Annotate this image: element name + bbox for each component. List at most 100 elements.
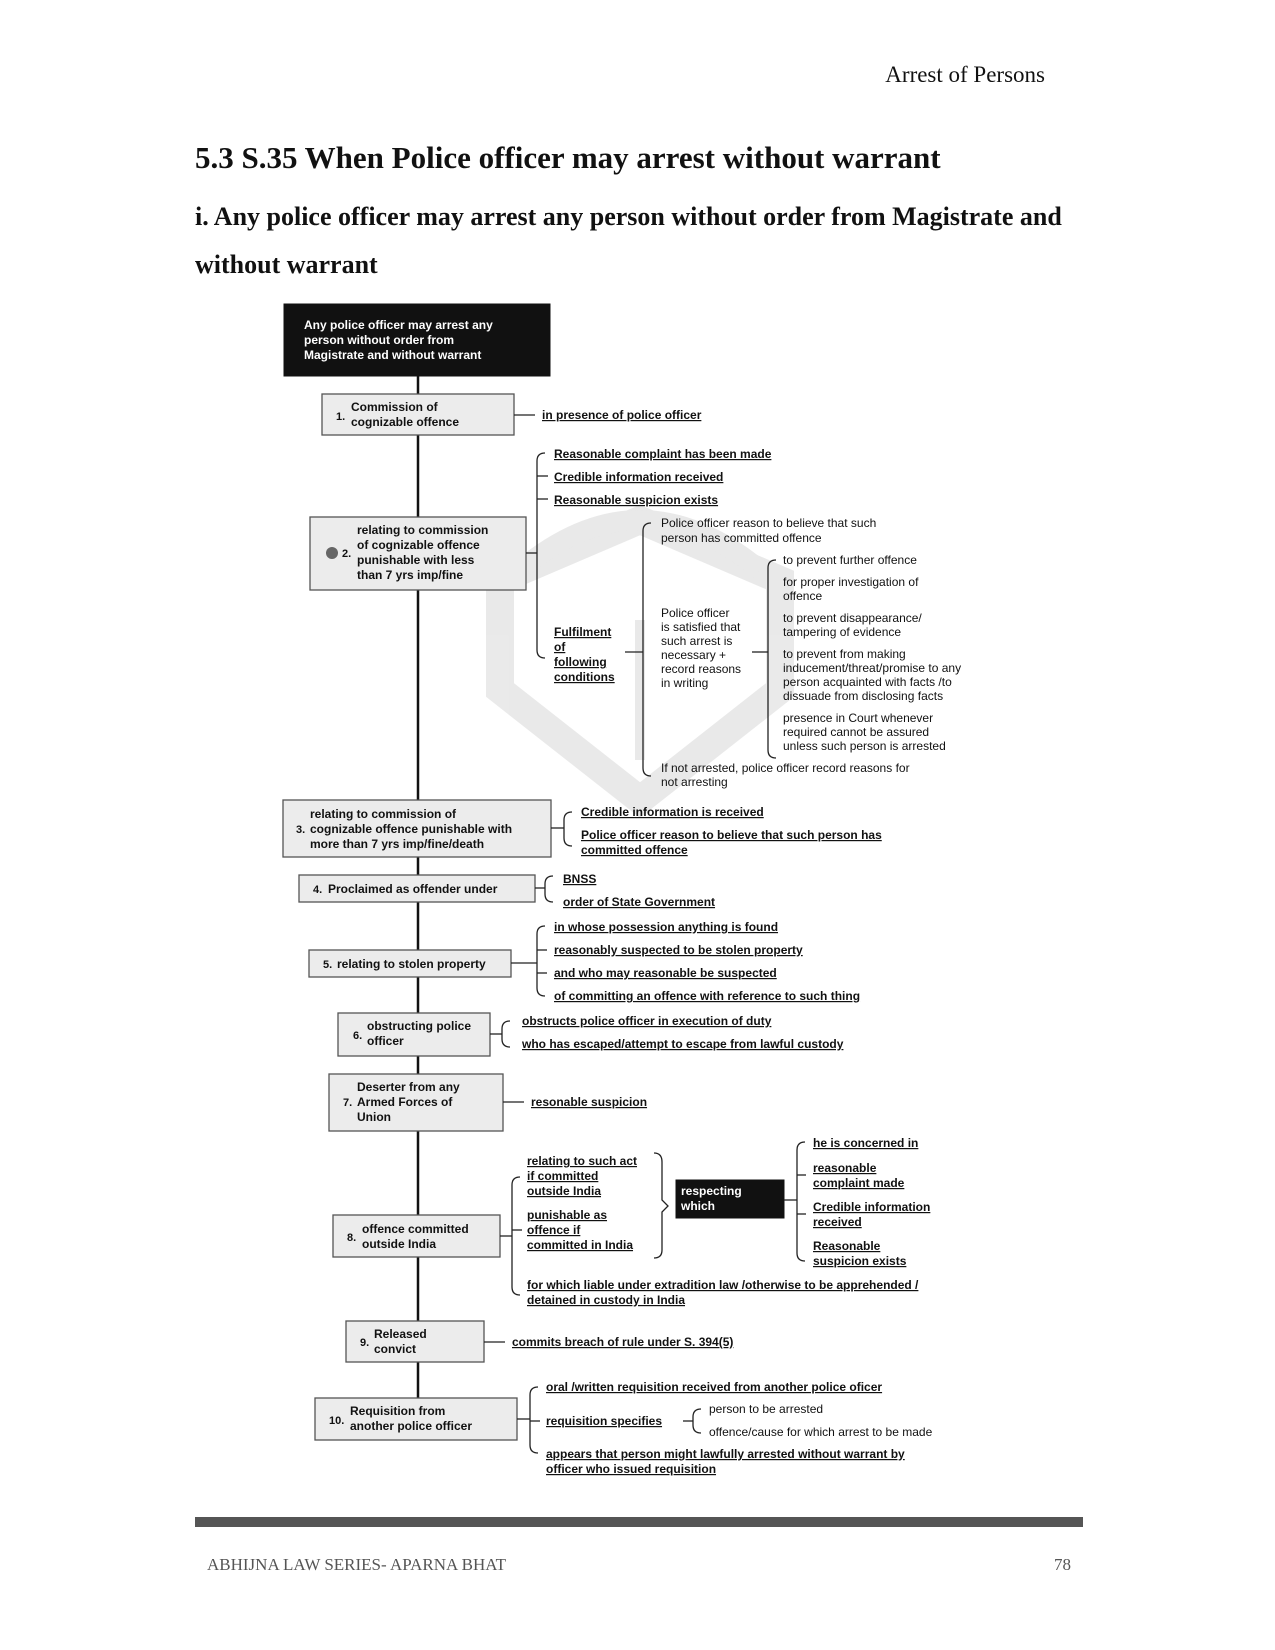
node-3-branch-1: Credible information is received	[581, 805, 764, 819]
footer-series: ABHIJNA LAW SERIES- APARNA BHAT	[207, 1555, 507, 1574]
fulfilment-line-3: following	[554, 655, 607, 669]
node-3-line-2: cognizable offence punishable with	[310, 822, 512, 836]
node-5-number: 5.	[323, 959, 332, 971]
satisfied-line-6: in writing	[661, 676, 708, 690]
satisfied-line-4: necessary +	[661, 648, 726, 662]
node-8-number: 8.	[347, 1232, 356, 1244]
condition-4-line-2: suspicion exists	[813, 1254, 907, 1268]
node-7-line-3: Union	[357, 1110, 391, 1124]
fulfilment-line-4: conditions	[554, 670, 615, 684]
purpose-4-line-1: to prevent from making	[783, 647, 906, 661]
extradition-line-2: detained in custody in India	[527, 1293, 685, 1307]
node-2-line-4: than 7 yrs imp/fine	[357, 568, 463, 582]
condition-3-line-1: Credible information	[813, 1200, 930, 1214]
node-1-line-1: Commission of	[351, 400, 439, 414]
not-arrested-line-2: not arresting	[661, 775, 728, 789]
node-3-box	[282, 799, 552, 858]
node-4-line-1: Proclaimed as offender under	[328, 882, 498, 896]
respecting-line-2: which	[680, 1199, 715, 1213]
node-6-line-1: obstructing police	[367, 1019, 471, 1033]
purpose-5-line-3: unless such person is arrested	[783, 739, 946, 753]
satisfied-line-5: record reasons	[661, 662, 741, 676]
extradition-line-1: for which liable under extradition law /…	[527, 1278, 919, 1292]
purpose-5-line-2: required cannot be assured	[783, 725, 929, 739]
node-2-branch-3: Reasonable suspicion exists	[554, 493, 718, 507]
node-9-number: 9.	[360, 1337, 369, 1349]
node-4-number: 4.	[313, 884, 322, 896]
node-7-box	[328, 1073, 504, 1132]
node-6-branch-1: obstructs police officer in execution of…	[522, 1014, 772, 1028]
node-3-line-3: more than 7 yrs imp/fine/death	[310, 837, 484, 851]
node-3-line-1: relating to commission of	[310, 807, 457, 821]
node-7-branch: resonable suspicion	[531, 1095, 647, 1109]
node-10-line-2: another police officer	[350, 1419, 472, 1433]
condition-1-line-1: he is concerned in	[813, 1136, 918, 1150]
node-5-box	[308, 949, 512, 978]
respecting-box	[675, 1179, 785, 1219]
appears-line-2: officer who issued requisition	[546, 1462, 716, 1476]
node-5-branch-3: and who may reasonable be suspected	[554, 966, 777, 980]
condition-2-line-1: reasonable	[813, 1161, 877, 1175]
node-1-number: 1.	[336, 411, 345, 423]
reason-line-1: Police officer reason to believe that su…	[661, 516, 876, 530]
page-number: 78	[1054, 1555, 1071, 1574]
respecting-line-1: respecting	[681, 1184, 742, 1198]
purpose-4-line-2: inducement/threat/promise to any	[783, 661, 961, 675]
root-line-1: Any police officer may arrest any	[304, 318, 493, 332]
footer-rule	[195, 1517, 1083, 1527]
fulfilment-line-2: of	[554, 640, 566, 654]
node-5-branch-1: in whose possession anything is found	[554, 920, 778, 934]
root-box	[283, 303, 551, 377]
act-2-line-3: committed in India	[527, 1238, 633, 1252]
node-9-line-1: Released	[374, 1327, 427, 1341]
node-10-specifies: requisition specifies	[546, 1414, 662, 1428]
act-2-line-2: offence if	[527, 1223, 581, 1237]
act-1-line-1: relating to such act	[527, 1154, 637, 1168]
node-6-branch-2: who has escaped/attempt to escape from l…	[521, 1037, 844, 1051]
node-8-line-2: outside India	[362, 1237, 436, 1251]
appears-line-1: appears that person might lawfully arres…	[546, 1447, 905, 1461]
node-2-number: 2.	[342, 548, 351, 560]
node-10-number: 10.	[329, 1415, 344, 1427]
node-4-branch-2: order of State Government	[563, 895, 715, 909]
node-3-number: 3.	[296, 824, 305, 836]
purpose-3-line-2: tampering of evidence	[783, 625, 901, 639]
act-2-line-1: punishable as	[527, 1208, 607, 1222]
reason-line-2: person has committed offence	[661, 531, 822, 545]
running-header: Arrest of Persons	[885, 62, 1045, 87]
node-2-branch-2: Credible information received	[554, 470, 723, 484]
root-line-3: Magistrate and without warrant	[304, 348, 481, 362]
watermark-emblem	[486, 504, 794, 818]
node-1-branch: in presence of police officer	[542, 408, 702, 422]
node-10-line-1: Requisition from	[350, 1404, 445, 1418]
condition-3-line-2: received	[813, 1215, 862, 1229]
node-3-branch-2-line-2: committed offence	[581, 843, 688, 857]
acts-brace	[653, 1152, 669, 1259]
node-7-line-1: Deserter from any	[357, 1080, 460, 1094]
act-1-line-3: outside India	[527, 1184, 601, 1198]
purpose-2-line-2: offence	[783, 589, 822, 603]
node-5-branch-4: of committing an offence with reference …	[554, 989, 860, 1003]
purpose-4-line-4: dissuade from disclosing facts	[783, 689, 943, 703]
condition-4-line-1: Reasonable	[813, 1239, 881, 1253]
node-5-branch-2: reasonably suspected to be stolen proper…	[554, 943, 803, 957]
node-6-line-2: officer	[367, 1034, 404, 1048]
node-6-box	[337, 1012, 491, 1057]
section-title: 5.3 S.35 When Police officer may arrest …	[195, 140, 941, 175]
node-4-branch-1: BNSS	[563, 872, 596, 886]
node-2-line-3: punishable with less	[357, 553, 475, 567]
node-2-line-1: relating to commission	[357, 523, 488, 537]
node-3-branch-2-line-1: Police officer reason to believe that su…	[581, 828, 882, 842]
node-10-box	[314, 1397, 518, 1441]
node-7-number: 7.	[343, 1097, 352, 1109]
purpose-4-line-3: person acquainted with facts /to	[783, 675, 952, 689]
root-line-2: person without order from	[304, 333, 454, 347]
satisfied-line-2: is satisfied that	[661, 620, 741, 634]
not-arrested-line-1: If not arrested, police officer record r…	[661, 761, 910, 775]
spec-item-2: offence/cause for which arrest to be mad…	[709, 1425, 933, 1439]
node-6-number: 6.	[353, 1030, 362, 1042]
condition-2-line-2: complaint made	[813, 1176, 905, 1190]
node-10-branch-1: oral /written requisition received from …	[546, 1380, 882, 1394]
node-2-box	[309, 516, 527, 591]
